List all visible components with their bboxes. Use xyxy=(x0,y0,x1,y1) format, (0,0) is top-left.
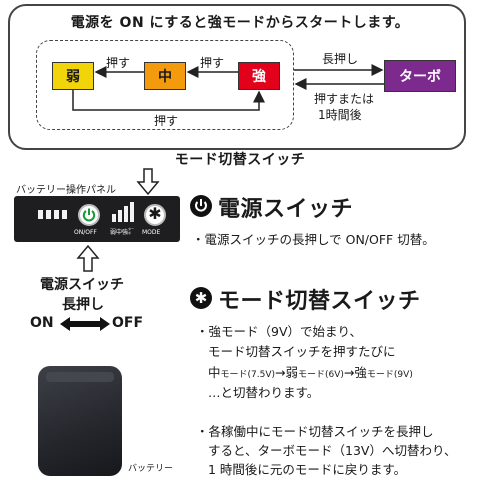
label-press-2: 押す xyxy=(200,56,225,70)
panel-mode-label: MODE xyxy=(142,229,161,236)
mode-desc-line1: ・強モード（9V）で始まり、 xyxy=(196,324,363,339)
label-press-3: 押す xyxy=(154,114,179,128)
mode-flow-frame xyxy=(8,4,466,150)
power-switch-badge xyxy=(190,195,212,217)
normal-mode-group xyxy=(36,40,294,130)
mode-desc-line2: モード切替スイッチを押すたびに xyxy=(208,344,396,359)
panel-led xyxy=(54,210,59,219)
long-press-line1: 電源スイッチ xyxy=(40,277,124,293)
turbo-desc-line2: すると、ターボモード（13V）へ切替わり、 xyxy=(208,443,457,458)
label-turbo-return-2: 1時間後 xyxy=(318,108,362,122)
mode-turbo-box: ターボ xyxy=(384,60,456,92)
battery-label: バッテリー xyxy=(128,464,174,474)
panel-mode-indicator xyxy=(124,206,128,222)
mode-sequence: 中モード(7.5V)→弱モード(6V)→強モード(9V) xyxy=(208,364,413,384)
mode-desc-line4: …と切替わります。 xyxy=(208,385,320,400)
mode-switch-heading: モード切替スイッチ xyxy=(218,289,421,314)
seq-weak-v: モード(6V) xyxy=(298,370,344,380)
panel-title: バッテリー操作パネル xyxy=(16,185,116,196)
panel-led xyxy=(62,210,67,219)
battery-image xyxy=(38,366,122,476)
asterisk-icon: ✱ xyxy=(148,204,162,223)
section-caption: モード切替スイッチ xyxy=(0,149,480,169)
flow-arrows xyxy=(72,64,384,111)
mode-weak-box: 弱 xyxy=(52,62,94,90)
seq-strong-v: モード(9V) xyxy=(366,370,413,380)
panel-power-button[interactable] xyxy=(78,204,100,226)
up-arrow-icon xyxy=(76,244,100,272)
power-switch-desc: ・電源スイッチの長押しで ON/OFF 切替。 xyxy=(192,232,435,247)
seq-medium-v: モード(7.5V) xyxy=(220,370,276,380)
label-turbo-return-1: 押すまたは xyxy=(314,92,375,106)
on-label: ON xyxy=(30,315,54,331)
double-arrow-icon xyxy=(60,317,110,331)
panel-led xyxy=(38,210,43,219)
power-switch-heading: 電源スイッチ xyxy=(218,197,354,222)
panel-mode-button[interactable]: ✱ xyxy=(144,204,166,226)
panel-onoff-label: ON/OFF xyxy=(74,229,97,236)
seq-medium: 中 xyxy=(208,365,221,380)
panel-mode-indicator xyxy=(118,210,122,222)
mode-medium-box: 中 xyxy=(144,62,186,90)
label-long-press: 長押し xyxy=(322,52,359,66)
panel-led xyxy=(46,210,51,219)
label-press-1: 押す xyxy=(106,56,131,70)
battery-top-panel xyxy=(46,372,114,382)
section-caption-text: モード切替スイッチ xyxy=(168,152,312,168)
panel-mode-mark: 強 xyxy=(122,229,129,236)
mode-strong-box: 強 xyxy=(238,62,280,90)
panel-mode-mark: ターボ xyxy=(128,227,135,235)
turbo-desc-line1: ・各稼働中にモード切替スイッチを長押し xyxy=(196,424,434,439)
panel-mode-mark: 中 xyxy=(116,229,123,236)
seq-arrow: → xyxy=(343,365,355,380)
long-press-line2: 長押し xyxy=(62,297,104,313)
asterisk-icon: ✱ xyxy=(194,289,208,307)
seq-weak: 弱 xyxy=(285,365,299,380)
turbo-desc-line3: 1 時間後に元のモードに戻ります。 xyxy=(208,462,407,477)
arrow-weak-to-strong xyxy=(72,90,265,111)
intro-text: 電源を ON にすると強モードからスタートします。 xyxy=(70,15,410,31)
power-icon xyxy=(195,199,207,212)
power-icon xyxy=(82,208,96,222)
mode-switch-badge: ✱ xyxy=(190,287,212,309)
down-arrow-icon xyxy=(136,168,160,196)
panel-mode-indicator xyxy=(130,202,134,222)
panel-mode-indicator xyxy=(112,214,116,222)
off-label: OFF xyxy=(112,315,144,331)
seq-strong: 強 xyxy=(354,365,367,380)
panel-mode-mark: 弱 xyxy=(110,229,117,236)
battery-control-panel: ON/OFF 弱 中 強 ターボ ✱ MODE xyxy=(14,196,180,242)
seq-arrow: → xyxy=(275,365,286,380)
